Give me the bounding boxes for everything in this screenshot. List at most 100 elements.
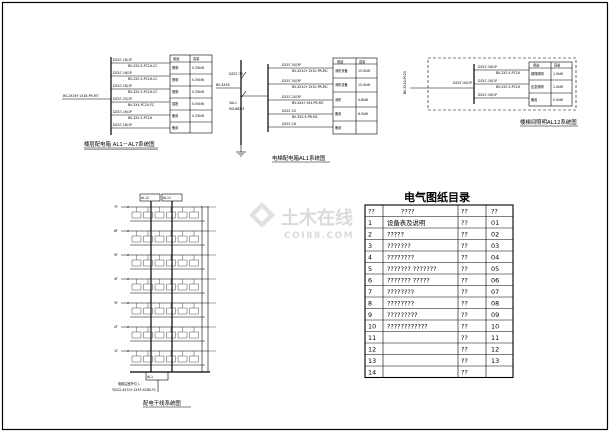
svg-text:备用: 备用	[531, 97, 537, 102]
svg-text:DZ47-16/1P: DZ47-16/1P	[478, 65, 497, 69]
diagram-stair-lighting-panel: BV-3X10-PC25 DZ47-40/1P DZ47-16/1P BV-2X…	[403, 57, 578, 127]
svg-text:备用: 备用	[335, 111, 341, 116]
svg-text:DZ47-16/1P: DZ47-16/1P	[478, 93, 497, 97]
svg-text:DZ47-16/1P: DZ47-16/1P	[113, 84, 132, 88]
svg-text:BV-3X2.5-PC16-CC: BV-3X2.5-PC16-CC	[128, 90, 158, 94]
drawing-index-cell: 01	[491, 219, 499, 227]
drawing-index-cell: 02	[491, 230, 499, 238]
svg-text:BV-2X2.5-PC16-CC: BV-2X2.5-PC16-CC	[128, 64, 158, 68]
drawing-index-cell: ??	[461, 334, 468, 342]
drawing-index-row: 4??????????04	[368, 253, 499, 261]
drawing-index-row: 13?? 13	[368, 357, 499, 365]
watermark-site: COI88.COM	[284, 231, 354, 241]
drawing-index-row: 11?? 11	[368, 334, 499, 342]
svg-text:DZ47-20/1P: DZ47-20/1P	[113, 97, 132, 101]
drawing-index-cell: 5	[368, 265, 372, 273]
drawing-index-cell: ??	[368, 207, 375, 215]
svg-text:AL1: AL1	[147, 375, 153, 379]
svg-text:楼梯照明: 楼梯照明	[531, 71, 544, 76]
drawing-index-row: 14??	[368, 368, 468, 376]
svg-text:BV-4X4+1X4-PR-MC: BV-4X4+1X4-PR-MC	[292, 101, 324, 105]
drawing-index-cell: 05	[491, 265, 499, 273]
drawing-index-cell: ??	[461, 357, 468, 365]
drawing-index-cell: ??????? ?????	[387, 276, 430, 284]
drawing-index-cell: 12	[368, 345, 376, 353]
drawing-index-row: 3?????????03	[368, 242, 499, 250]
drawing-index-cell: 2	[368, 230, 372, 238]
svg-text:0.30kW: 0.30kW	[192, 66, 205, 70]
stair-panel-header-capacity: 容量	[554, 63, 561, 68]
riser-floor: 1F	[114, 349, 216, 366]
svg-text:BV-3X10-PC25: BV-3X10-PC25	[403, 71, 407, 94]
riser-floor-label: 4F	[114, 277, 118, 281]
floor-panel-header-use: 用途	[173, 56, 180, 61]
riser-floors: 7F 6F 5F 4F 3F 2F 1F	[114, 205, 216, 366]
svg-text:插座: 插座	[172, 101, 179, 106]
drawing-index-cell: 13	[368, 357, 376, 365]
drawing-index-title: 电气图纸目录	[404, 190, 470, 204]
drawing-index-cell: ??	[461, 230, 468, 238]
drawing-index-cell: 06	[491, 276, 499, 284]
stair-panel-header-use: 用途	[533, 63, 540, 68]
riser-floor: 2F	[114, 325, 216, 342]
riser-floor-label: 7F	[114, 205, 118, 209]
svg-text:备用: 备用	[172, 125, 178, 130]
drawing-index-cell: ??	[461, 368, 468, 376]
svg-text:BV-4X10+1X10-PR-MC: BV-4X10+1X10-PR-MC	[292, 69, 328, 73]
drawing-index-row: 12??12	[368, 345, 499, 353]
svg-text:应急照明: 应急照明	[531, 84, 544, 89]
drawing-index-cell: 10	[491, 322, 499, 330]
drawing-index-cell: 12	[491, 345, 499, 353]
svg-text:0.25kW: 0.25kW	[192, 114, 205, 118]
drawing-index-cell: 11	[368, 334, 376, 342]
drawing-index-cell: ????????	[387, 299, 414, 307]
riser-caption: 配电干线系统图	[143, 399, 181, 407]
riser-floor-label: 1F	[114, 349, 118, 353]
svg-text:照明: 照明	[172, 78, 178, 82]
drawing-index-cell: 13	[491, 357, 499, 365]
riser-floor: 5F	[114, 253, 216, 270]
svg-text:消防设备: 消防设备	[335, 82, 349, 87]
drawing-index-cell: ?????????	[387, 311, 418, 319]
svg-text:BV-3X4-PC20-FC: BV-3X4-PC20-FC	[128, 103, 155, 107]
svg-text:BV-2X2.5-PC16-CC: BV-2X2.5-PC16-CC	[128, 77, 158, 81]
elevator-panel-header-use: 用途	[337, 59, 344, 64]
riser-floor: 6F	[114, 229, 216, 246]
drawing-index-cell: ?????	[387, 230, 404, 238]
svg-text:DZ47-30: DZ47-30	[229, 72, 243, 76]
svg-text:BV-2X2.5-PC16: BV-2X2.5-PC16	[496, 71, 520, 75]
drawing-index-cell: ??	[461, 242, 468, 250]
riser-floor-label: 3F	[114, 301, 118, 305]
svg-text:BV-3X2.5-PR-MC: BV-3X2.5-PR-MC	[292, 115, 319, 119]
svg-text:BV-3X2.5-PC16: BV-3X2.5-PC16	[128, 116, 152, 120]
drawing-index-row: 2??????? 02	[368, 230, 499, 238]
svg-text:0.50kW: 0.50kW	[192, 102, 205, 106]
drawing-index-cell: 7	[368, 288, 372, 296]
svg-text:消防: 消防	[335, 97, 342, 102]
elevator-panel-header-capacity: 容量	[359, 59, 366, 64]
drawing-index-cell: ??	[461, 265, 468, 273]
drawing-index-cell: 08	[491, 299, 499, 307]
svg-text:BV-4X10+1X10-PR-MC: BV-4X10+1X10-PR-MC	[292, 85, 328, 89]
svg-text:BV-2X16+1X16-PR-MT: BV-2X16+1X16-PR-MT	[63, 94, 98, 98]
svg-text:DZ47-16/1P: DZ47-16/1P	[478, 79, 497, 83]
drawing-index-cell: 9	[368, 311, 372, 319]
svg-text:消防设备: 消防设备	[335, 68, 349, 73]
drawing-index-cell: ??	[491, 207, 498, 215]
riser-floor: 4F	[114, 277, 216, 294]
riser-floor-label: 5F	[114, 253, 118, 257]
drawing-index-cell: 11	[491, 334, 499, 342]
drawing-index-cell: 6	[368, 276, 372, 284]
drawing-index-cell: 04	[491, 253, 499, 261]
svg-text:3AL1: 3AL1	[229, 101, 237, 105]
diagram-floor-panel: BV-2X16+1X16-PR-MT DZ47-16/1P DZ47-16/1P…	[62, 54, 213, 150]
stair-panel-caption: 楼梯间照明AL12系统图	[520, 118, 577, 126]
svg-text:0.30kW: 0.30kW	[192, 78, 205, 82]
drawing-index-cell: 03	[491, 242, 499, 250]
drawing-index-cell: ????????	[387, 253, 414, 261]
elevator-panel-caption: 电梯配电箱AL1系统图	[272, 154, 325, 162]
svg-text:15.0kW: 15.0kW	[358, 69, 371, 73]
svg-text:YJV22-4X70+1X35-SC80-FC: YJV22-4X70+1X35-SC80-FC	[112, 388, 157, 392]
